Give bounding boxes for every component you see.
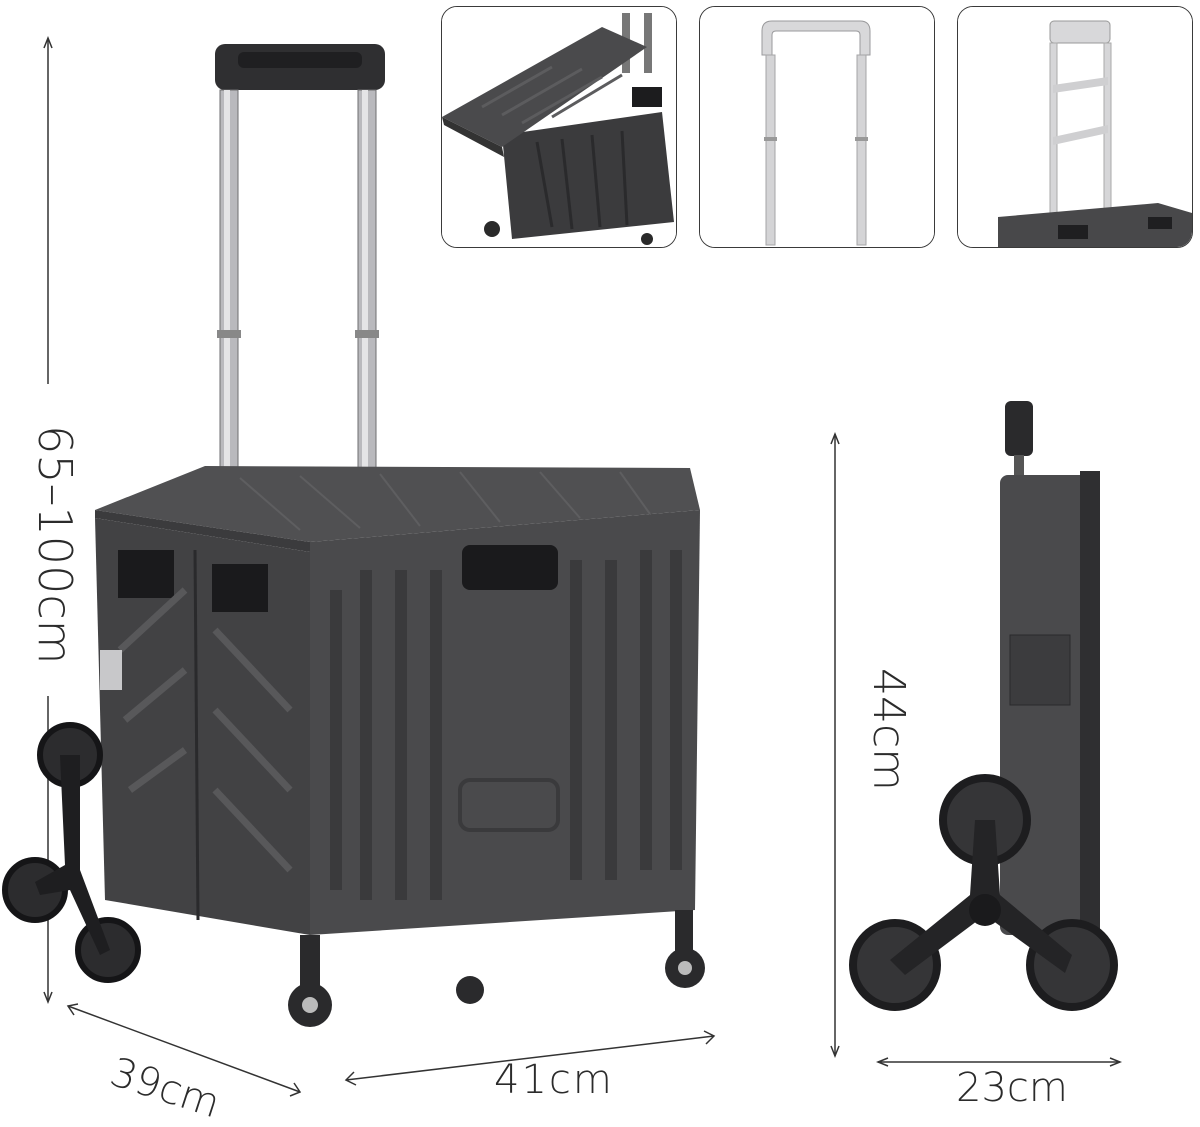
telescopic-handle-image: [700, 7, 934, 247]
thumbnail-handle-extended: [957, 6, 1193, 248]
handle-extended-image: [958, 7, 1192, 247]
side-width-dimension-line: [875, 1057, 1123, 1067]
depth-dimension-line: [66, 1003, 302, 1097]
side-height-label: 44cm: [863, 668, 914, 792]
side-height-dimension-line: [830, 431, 840, 1059]
folded-lid-cart-image: [442, 7, 676, 247]
side-width-label: 23cm: [956, 1065, 1068, 1111]
thumbnail-lid-open: [441, 6, 677, 248]
main-cart-illustration: [2, 44, 705, 1027]
width-dimension-line: [344, 1030, 716, 1086]
thumbnail-handle: [699, 6, 935, 248]
side-view-cart-illustration: [849, 401, 1118, 1011]
stair-wheel-cluster: [2, 722, 141, 983]
width-label: 41cm: [494, 1057, 614, 1103]
